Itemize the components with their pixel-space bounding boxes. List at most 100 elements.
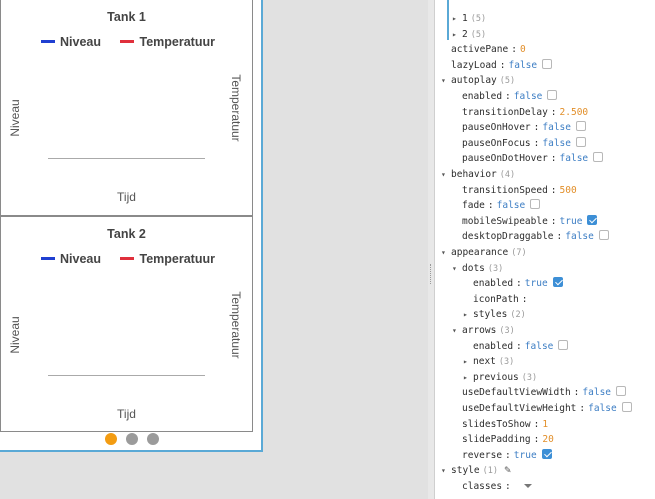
prop-row-dots[interactable]: ▾dots(3) (452, 261, 503, 277)
prop-row-reverse[interactable]: reverse:true (462, 448, 552, 464)
prop-checkbox[interactable] (616, 386, 627, 397)
prop-row-usedefaultviewwidth[interactable]: useDefaultViewWidth:false (462, 385, 627, 401)
prop-row-next[interactable]: ▸next(3) (463, 354, 514, 370)
prop-value[interactable]: 0 (519, 44, 526, 56)
prop-key: style (451, 465, 480, 477)
caret-down-icon[interactable]: ▾ (441, 248, 446, 257)
prop-value[interactable]: 2.500 (559, 106, 589, 118)
carousel-dot-1[interactable] (105, 433, 117, 445)
prop-value[interactable]: true (524, 278, 548, 290)
caret-down-icon[interactable]: ▾ (452, 263, 457, 273)
prop-row-pauseonhover[interactable]: pauseOnHover:false (462, 120, 586, 136)
legend-swatch-temperatuur (120, 257, 135, 260)
prop-checkbox[interactable] (552, 277, 563, 288)
y-axis-label-left: Niveau (5, 305, 25, 365)
prop-separator: : (511, 44, 517, 56)
legend-label: Temperatuur (139, 251, 215, 266)
prop-checkbox[interactable] (542, 58, 553, 69)
prop-key: useDefaultViewWidth (462, 387, 571, 399)
prop-row-slidestoshow[interactable]: slidesToShow:1 (462, 417, 548, 433)
caret-right-icon[interactable]: ▸ (463, 310, 468, 320)
prop-row-style[interactable]: ▾style(1)✎ (441, 463, 512, 479)
carousel-dot-2[interactable] (126, 433, 138, 445)
prop-key: pauseOnHover (462, 122, 531, 134)
prop-checkbox[interactable] (541, 448, 552, 459)
prop-row-appearance[interactable]: ▾appearance(7) (441, 245, 527, 261)
prop-child-count: (4) (499, 170, 516, 180)
prop-row-classes[interactable]: classes: (462, 479, 532, 495)
prop-value[interactable]: false (524, 340, 554, 352)
prop-row-transitiondelay[interactable]: transitionDelay:2.500 (462, 105, 588, 121)
carousel[interactable]: Tank 1 Niveau Temperatuur Niveau Tempera… (0, 0, 263, 452)
prop-row-pauseonfocus[interactable]: pauseOnFocus:false (462, 136, 586, 152)
prop-value[interactable]: false (542, 122, 571, 134)
prop-checkbox[interactable] (587, 214, 598, 225)
prop-value[interactable]: 20 (542, 434, 554, 446)
prop-value[interactable]: false (582, 387, 612, 399)
caret-down-icon[interactable]: ▾ (441, 466, 446, 476)
prop-row-enabled[interactable]: enabled:true (473, 276, 563, 292)
prop-value[interactable]: false (588, 403, 617, 414)
prop-row-mobileswipeable[interactable]: mobileSwipeable:true (462, 214, 598, 230)
slide-tank-1[interactable]: Tank 1 Niveau Temperatuur Niveau Tempera… (0, 0, 253, 216)
prop-row-fade[interactable]: fade:false (462, 198, 541, 214)
prop-row-usedefaultviewheight[interactable]: useDefaultViewHeight:false (462, 401, 632, 417)
splitter-grip-icon[interactable] (430, 264, 432, 284)
legend-item-niveau[interactable]: Niveau (41, 35, 101, 49)
prop-key: desktopDraggable (462, 231, 554, 243)
legend-item-niveau[interactable]: Niveau (41, 252, 101, 266)
prop-checkbox[interactable] (593, 152, 604, 163)
prop-key: pauseOnDotHover (462, 153, 548, 165)
prop-checkbox[interactable] (575, 121, 586, 132)
prop-row-styles[interactable]: ▸styles(2) (463, 307, 526, 323)
prop-checkbox[interactable] (558, 339, 569, 350)
prop-value[interactable]: false (559, 153, 589, 165)
legend-item-temperatuur[interactable]: Temperatuur (120, 251, 215, 266)
panel-splitter[interactable] (428, 0, 434, 499)
prop-row-transitionspeed[interactable]: transitionSpeed:500 (462, 183, 577, 199)
prop-row-behavior[interactable]: ▾behavior(4) (441, 167, 515, 183)
slide-tank-2[interactable]: Tank 2 Niveau Temperatuur Niveau Tempera… (0, 216, 253, 432)
paint-brush-icon[interactable]: ✎ (503, 466, 512, 477)
caret-right-icon[interactable]: ▸ (452, 14, 457, 23)
prop-row-2[interactable]: ▸2(5) (452, 27, 486, 43)
prop-row-desktopdraggable[interactable]: desktopDraggable:false (462, 229, 609, 245)
dropdown-arrow-icon[interactable] (523, 484, 532, 488)
prop-row-previous[interactable]: ▸previous(3) (463, 370, 537, 386)
prop-row-enabled[interactable]: enabled:false (473, 339, 569, 355)
prop-value[interactable]: true (513, 449, 537, 461)
caret-right-icon[interactable]: ▸ (463, 372, 468, 382)
caret-down-icon[interactable]: ▾ (441, 76, 446, 86)
prop-checkbox[interactable] (598, 230, 609, 241)
prop-row-activepane[interactable]: activePane:0 (451, 42, 526, 58)
caret-right-icon[interactable]: ▸ (463, 357, 468, 367)
prop-key: slidesToShow (462, 418, 531, 430)
prop-row-iconpath[interactable]: iconPath: (473, 292, 531, 308)
prop-checkbox[interactable] (621, 402, 632, 412)
prop-row-autoplay[interactable]: ▾autoplay(5) (441, 73, 515, 89)
caret-down-icon[interactable]: ▾ (452, 326, 457, 335)
prop-row-lazyload[interactable]: lazyLoad:false (451, 58, 553, 74)
prop-row-1[interactable]: ▸1(5) (452, 11, 486, 27)
prop-value[interactable]: 500 (559, 184, 577, 196)
carousel-dot-3[interactable] (147, 433, 159, 445)
legend-item-temperatuur[interactable]: Temperatuur (120, 35, 215, 49)
caret-down-icon[interactable]: ▾ (441, 170, 446, 179)
prop-row-slidepadding[interactable]: slidePadding:20 (462, 432, 554, 448)
prop-value[interactable]: false (542, 137, 571, 149)
caret-right-icon[interactable]: ▸ (452, 29, 457, 39)
prop-value[interactable]: false (565, 231, 594, 243)
prop-value[interactable]: false (513, 91, 543, 102)
prop-separator: : (533, 434, 540, 446)
prop-separator: : (521, 293, 528, 305)
prop-row-pauseondothover[interactable]: pauseOnDotHover:false (462, 151, 604, 167)
prop-checkbox[interactable] (530, 199, 541, 210)
prop-row-enabled[interactable]: enabled:false (462, 89, 558, 105)
prop-row-arrows[interactable]: ▾arrows(3) (452, 323, 515, 339)
prop-value[interactable]: true (559, 215, 583, 227)
prop-checkbox[interactable] (547, 90, 558, 100)
prop-value[interactable]: false (496, 200, 526, 212)
prop-value[interactable]: 1 (542, 418, 549, 430)
prop-checkbox[interactable] (575, 136, 586, 147)
prop-value[interactable]: false (508, 59, 538, 71)
